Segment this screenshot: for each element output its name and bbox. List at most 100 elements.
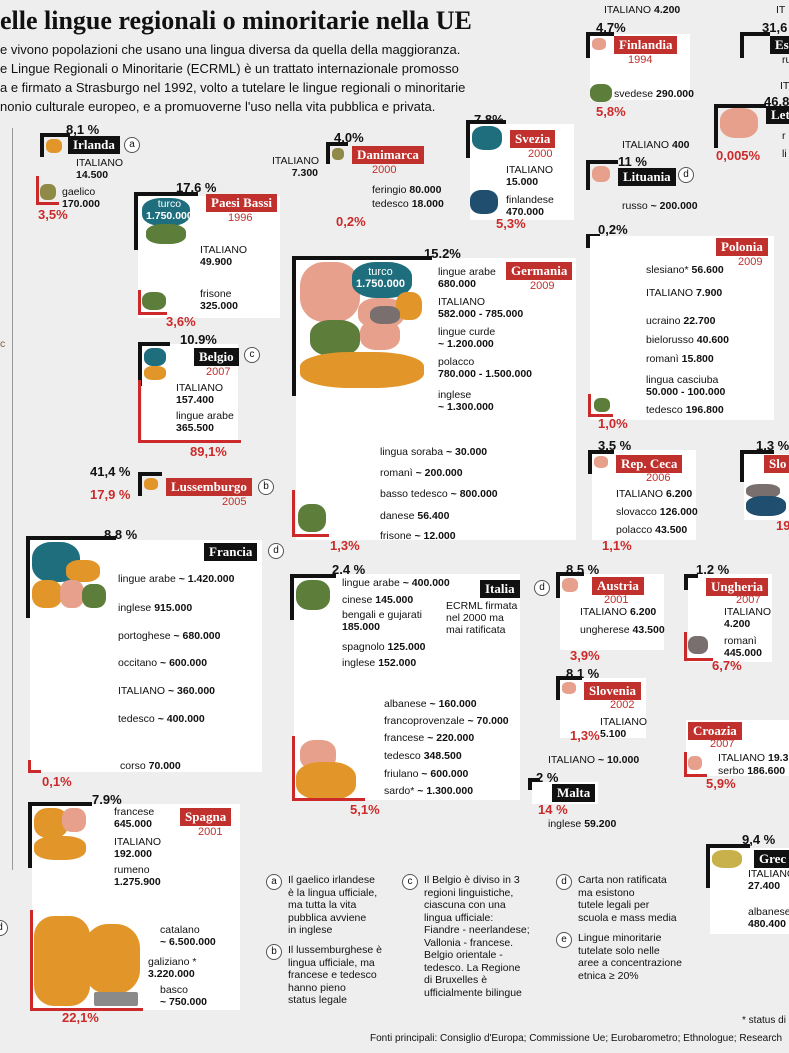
slovenia-rest: 1,3% [570, 728, 600, 743]
intro-line: nonio culturale europeo, e a promuoverne… [0, 99, 436, 114]
estonia-share: 31,6 % [762, 20, 789, 35]
note-marker-a: a [266, 874, 282, 890]
danimarca-label: feringio 80.000 [372, 184, 442, 196]
note-marker-d: d [556, 874, 572, 890]
italia-rest: 5,1% [350, 802, 380, 817]
italia-frame [290, 574, 336, 620]
fr-label: corso 70.000 [120, 760, 181, 772]
note-marker-d: d [0, 920, 8, 936]
spagna-red-frame [30, 910, 143, 1011]
paesi-bassi-share: 17,6 % [176, 180, 217, 195]
danimarca-name: Danimarca [352, 146, 424, 164]
it-label: sardo* ~ 1.300.000 [384, 785, 474, 797]
ungheria-rest: 6,7% [712, 658, 742, 673]
note-marker-d: d [268, 543, 284, 559]
belgio-blob [144, 366, 166, 380]
danimarca-label: tedesco 18.000 [372, 198, 444, 210]
intro-line: a e firmato a Strasburgo nel 1992, volto… [0, 80, 466, 95]
at-label: ITALIANO 6.200 [580, 606, 657, 618]
irlanda-rest: 3,5% [38, 207, 68, 222]
finlandia-frame [586, 32, 614, 58]
belgio-rest: 89,1% [190, 444, 227, 459]
svezia-name: Svezia [510, 130, 556, 148]
fr-label: ITALIANO ~ 360.000 [118, 685, 216, 697]
finlandia-blob [592, 38, 606, 50]
pl-label: bielorusso 40.600 [646, 334, 729, 346]
pl-label: slesiano* 56.600 [646, 264, 724, 276]
fr-blob [32, 580, 62, 608]
catalano-blob [34, 916, 90, 1006]
it-label: francese ~ 220.000 [384, 732, 475, 744]
turco-blob [142, 198, 190, 226]
polonia-rest: 1,0% [598, 416, 628, 431]
fr-label: inglese 915.000 [118, 602, 193, 614]
it-label: inglese 152.000 [342, 657, 417, 669]
slovenia-blob [562, 682, 576, 694]
spagna-rest: 22,1% [62, 1010, 99, 1025]
rep-ceca-name: Rep. Ceca [616, 455, 683, 473]
de-label: lingue curde~ 1.200.000 [438, 326, 496, 350]
malta-share: 2 % [536, 770, 559, 785]
de-italiano-blob [396, 292, 422, 320]
lettonia-label: li [782, 148, 787, 160]
note-marker-e: e [556, 932, 572, 948]
gaelico-blob [40, 184, 56, 200]
belgio-name: Belgio [194, 348, 239, 366]
finlandia-rest: 5,8% [596, 104, 626, 119]
slovenia-frame [556, 676, 582, 700]
es-label: catalano~ 6.500.000 [160, 924, 216, 948]
finlandia-label: ITALIANO 4.200 [604, 4, 681, 16]
germania-share: 15,2% [424, 246, 461, 261]
lettonia-blob [720, 108, 758, 138]
slovenia-year: 2002 [610, 699, 635, 711]
germania-name: Germania [506, 262, 573, 280]
paesi-bassi-name: Paesi Bassi [206, 194, 278, 212]
rep-ceca-share: 3,5 % [598, 438, 632, 453]
francia-frame [26, 536, 116, 618]
it-sardo-blob [296, 762, 356, 800]
ungheria-name: Ungheria [706, 578, 768, 596]
grecia-name: Grec [754, 850, 789, 868]
es-label: basco~ 750.000 [160, 984, 208, 1008]
left-rule [0, 128, 13, 870]
irlanda-name: Irlanda [68, 136, 120, 154]
lussemburgo-frame [138, 472, 162, 496]
es-blob [62, 808, 86, 832]
mt-label: ITALIANO ~ 10.000 [548, 754, 640, 766]
pb-green-blob [146, 224, 186, 244]
intro-line: e vivono popolazioni che usano una lingu… [0, 42, 461, 57]
germania-red-frame [292, 490, 329, 537]
hu-blob [688, 636, 708, 654]
svezia-year: 2000 [528, 148, 553, 160]
danimarca-frame [326, 142, 348, 164]
polonia-panel [590, 236, 774, 420]
finlandia-name: Finlandia [614, 36, 678, 54]
it-label: friulano ~ 600.000 [384, 768, 469, 780]
pl-blob [594, 398, 610, 412]
lituania-share: 11 % [618, 154, 647, 169]
austria-rest: 3,9% [570, 648, 600, 663]
fr-label: occitano ~ 600.000 [118, 657, 208, 669]
germania-year: 2009 [530, 280, 555, 292]
pl-label: romanì 15.800 [646, 353, 714, 365]
lituania-name: Lituania [618, 168, 676, 186]
lettonia-name: Let [766, 106, 789, 124]
rep-ceca-frame [588, 450, 614, 474]
de-label: frisone ~ 12.000 [380, 530, 456, 542]
note-marker-c: c [244, 347, 260, 363]
source-line: Fonti principali: Consiglio d'Europa; Co… [370, 1033, 783, 1044]
ungheria-year: 2007 [736, 594, 761, 606]
it-label: cinese 145.000 [342, 594, 414, 606]
